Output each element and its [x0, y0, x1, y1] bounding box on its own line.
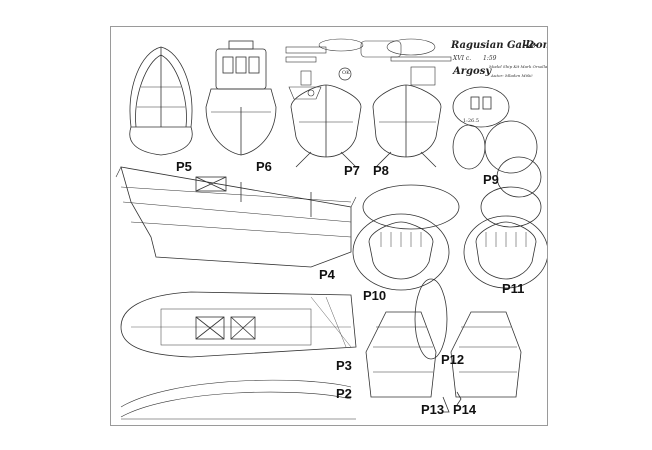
label-p12: P12: [441, 352, 465, 367]
detail-scale: 1:26.5: [463, 118, 479, 124]
label-p6: P6: [256, 159, 272, 174]
bow-view-p7: [290, 84, 362, 168]
label-p2: P2: [336, 386, 352, 401]
label-p11: P11: [502, 281, 525, 296]
hull-lines-p2: [120, 379, 356, 420]
stern-view: [205, 40, 277, 156]
label-p7: P7: [344, 163, 360, 178]
label-p10: P10: [363, 288, 387, 303]
p9-details: [452, 86, 542, 198]
stern-detail-p10: [352, 184, 460, 291]
stern-view-p8: [372, 84, 442, 168]
century: XVI c.: [453, 55, 472, 62]
label-p4: P4: [319, 267, 335, 282]
bow-top-view: [129, 46, 193, 156]
sheet-number: -2-: [523, 40, 539, 51]
stern-elevations: [365, 278, 522, 413]
label-p3: P3: [336, 358, 352, 373]
deck-plan-p3: [120, 291, 357, 358]
model-line: Model Ship Kit Mark Orsolla: [489, 64, 548, 69]
label-p9: P9: [483, 172, 499, 187]
author: Autor: Mladen Mišić: [491, 73, 533, 78]
label-p5: P5: [176, 159, 192, 174]
stern-detail-p11: [463, 186, 547, 289]
small-parts: [285, 38, 402, 100]
stamp: OK: [342, 70, 350, 76]
label-p14: P14: [453, 402, 477, 417]
label-p13: P13: [421, 402, 445, 417]
scale: 1:59: [483, 55, 497, 62]
label-p8: P8: [373, 163, 389, 178]
plan-subtitle: Argosy: [453, 66, 492, 77]
title-area-parts: [386, 38, 452, 86]
side-profile-p4: [115, 166, 357, 268]
ship-drawings: [115, 38, 547, 420]
plan-title: Ragusian Galleon: [451, 40, 548, 51]
plan-sheet: Ragusian Galleon -2- XVI c. 1:59 Argosy …: [110, 26, 548, 426]
